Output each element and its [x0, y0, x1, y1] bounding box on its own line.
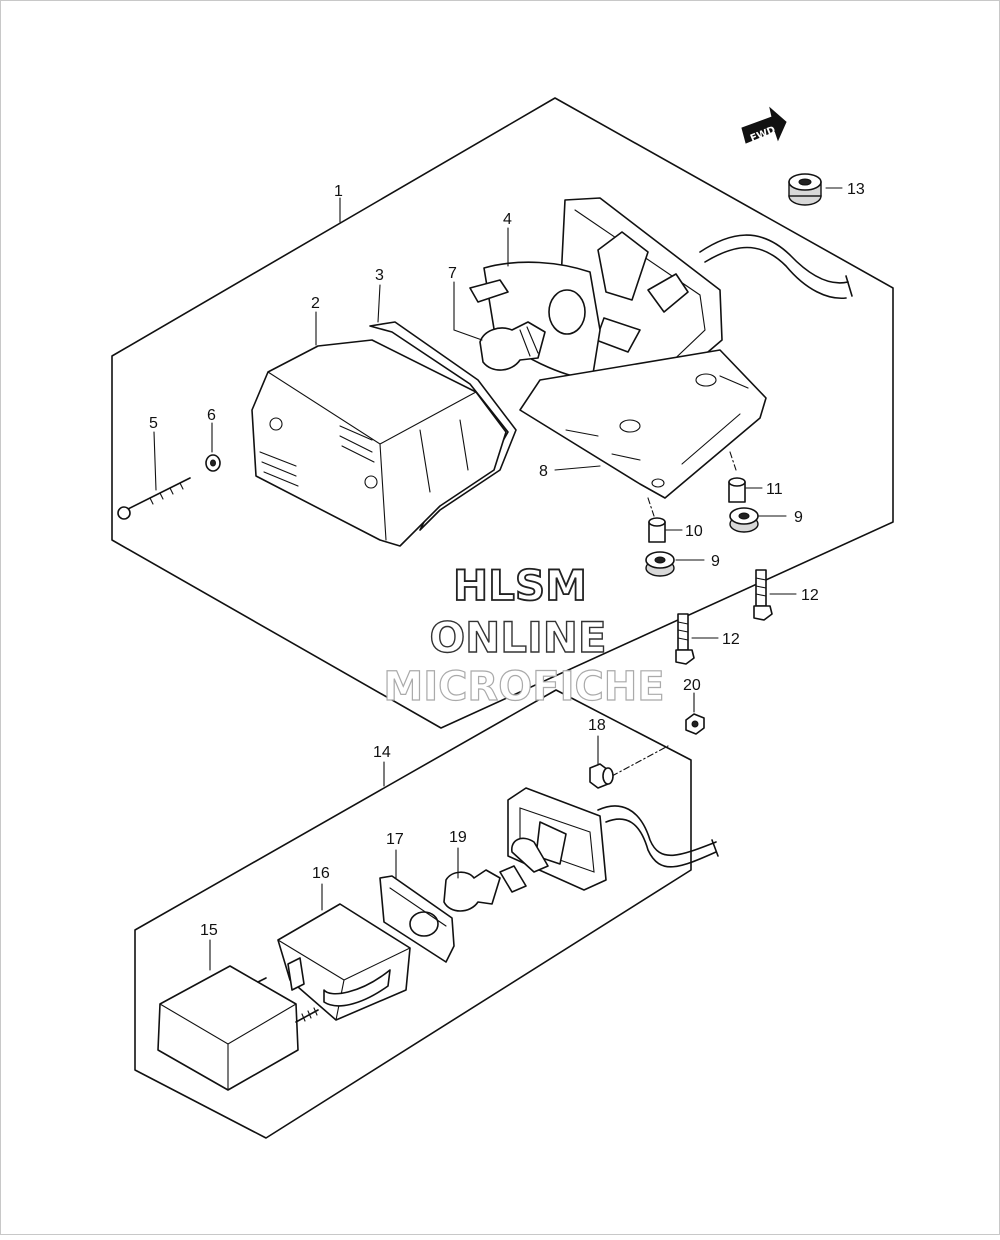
- callout-7: 7: [448, 265, 457, 282]
- part-12-bolt-left: [675, 613, 695, 665]
- part-10-spacer: [648, 517, 666, 543]
- part-6-washer: [205, 454, 221, 472]
- callout-9-right: 9: [794, 509, 803, 526]
- callout-10: 10: [685, 523, 703, 540]
- part-8-plate: [519, 349, 767, 499]
- part-2-lens: [251, 339, 507, 547]
- assembly-14-outline: [134, 689, 692, 1139]
- watermark-line-1: HLSM: [453, 561, 587, 610]
- callout-4: 4: [503, 211, 512, 228]
- part-4-gasket: [469, 261, 601, 381]
- callout-14: 14: [373, 744, 391, 761]
- callout-9-left: 9: [711, 553, 720, 570]
- leader-line-20: [611, 745, 669, 777]
- callout-18: 18: [588, 717, 606, 734]
- part-13-grommet: [788, 173, 822, 206]
- part-12-bolt-right: [753, 569, 773, 621]
- callout-3: 3: [375, 267, 384, 284]
- callout-16: 16: [312, 865, 330, 882]
- part-19-bulb: [443, 865, 527, 912]
- leader-line-right: [729, 451, 737, 471]
- part-9-grommet-right: [729, 507, 759, 533]
- callout-2: 2: [311, 295, 320, 312]
- fwd-arrow-icon: FWD: [741, 106, 787, 145]
- callout-19: 19: [449, 829, 467, 846]
- watermark-line-2: ONLINE: [429, 613, 606, 662]
- callout-20: 20: [683, 677, 701, 694]
- callout-12-right: 12: [801, 587, 819, 604]
- callout-17: 17: [386, 831, 404, 848]
- assembly-1-outline: [111, 97, 894, 729]
- part-5-screw: [117, 477, 191, 520]
- callout-11: 11: [766, 481, 783, 498]
- part-11-spacer: [728, 477, 746, 503]
- part-9-grommet-left: [645, 551, 675, 577]
- part-18-grommet: [589, 763, 614, 789]
- lower-lamp-housing: [507, 787, 719, 891]
- part-17-gasket: [379, 875, 455, 963]
- part-15-lens: [157, 965, 319, 1091]
- watermark-line-3: MICROFICHE: [383, 664, 664, 710]
- leader-line-left: [647, 497, 655, 517]
- part-16-frame: [277, 903, 411, 1021]
- callout-lines-lower: [209, 735, 599, 971]
- callout-1: 1: [334, 183, 343, 200]
- callout-6: 6: [207, 407, 216, 424]
- callout-8: 8: [539, 463, 548, 480]
- part-20-nut: [685, 713, 705, 735]
- callout-5: 5: [149, 415, 158, 432]
- callout-12-left: 12: [722, 631, 740, 648]
- part-7-bulb: [479, 321, 546, 371]
- callout-13: 13: [847, 181, 865, 198]
- callout-15: 15: [200, 922, 218, 939]
- callout-lines-upper: [153, 187, 843, 713]
- watermark: HLSM ONLINE MICROFICHE: [383, 560, 665, 711]
